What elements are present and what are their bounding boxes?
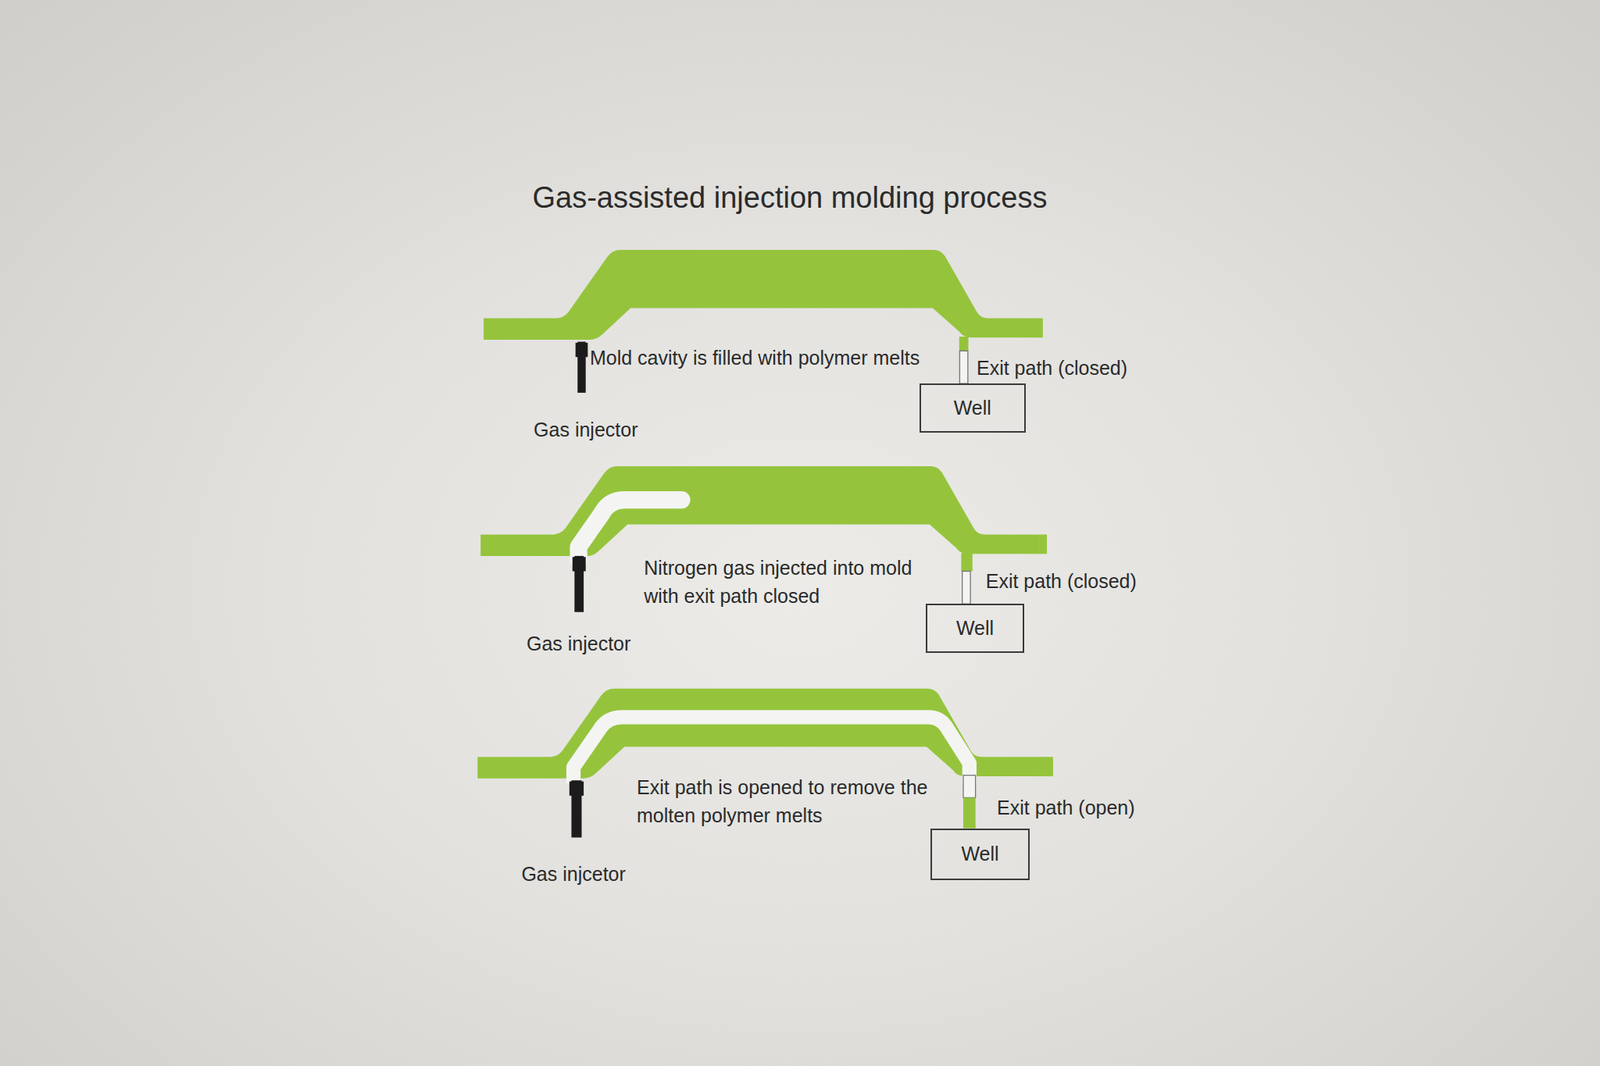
well-box: Well [919,383,1026,433]
gas-injector-label: Gas injector [533,415,638,444]
step-description: Mold cavity is filled with polymer melts [589,343,920,372]
mold-part-hollow [477,689,1054,839]
exit-path-label: Exit path (closed) [985,567,1137,596]
diagram-title: Gas-assisted injection molding process [532,181,1047,215]
well-label: Well [953,396,992,420]
gas-injector-label: Gas injcetor [521,860,625,889]
well-label: Well [956,617,994,640]
exit-path-label: Exit path (open) [996,793,1136,822]
step-description: Nitrogen gas injected into mold with exi… [643,553,915,611]
well-box: Well [925,603,1025,654]
gas-injector-label: Gas injector [526,629,631,658]
mold-part-gas-injected [480,466,1047,613]
well-label: Well [960,842,999,866]
exit-path-label: Exit path (closed) [976,353,1128,383]
well-box: Well [930,828,1030,882]
mold-part-filled [483,250,1043,393]
step-description: Exit path is opened to remove the molten… [636,773,940,831]
